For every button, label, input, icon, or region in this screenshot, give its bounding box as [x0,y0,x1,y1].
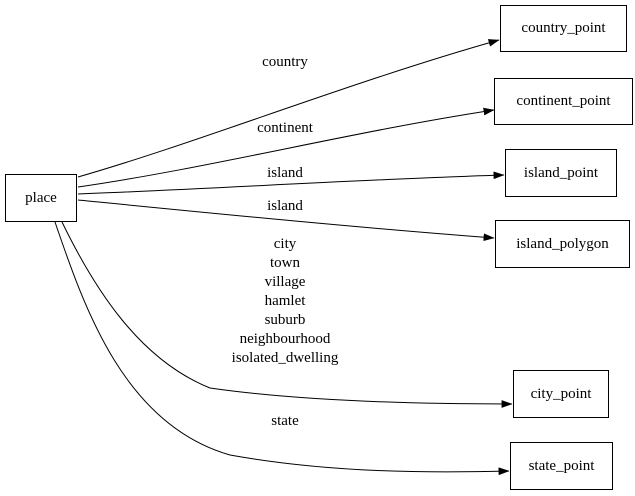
node-state-point-label: state_point [528,457,595,474]
node-city-point-label: city_point [530,385,592,402]
edge-label-city-group: city town village hamlet suburb neighbou… [231,236,339,366]
edge-label-state: state [271,413,299,429]
edge-label-island-2: island [267,198,303,214]
edge-place-city-point [61,221,513,408]
edge-place-island-point [77,171,505,195]
node-island-point-label: island_point [523,164,599,181]
edge-label-country: country [262,54,308,70]
node-island-point: island_point [505,149,617,197]
node-island-polygon-label: island_polygon [516,235,609,252]
node-place-label: place [25,189,57,206]
node-city-point: city_point [513,370,609,418]
node-place: place [5,174,77,222]
edge-place-continent-point [77,107,495,188]
edge-place-island-polygon [77,199,495,242]
edge-place-state-point [54,221,510,476]
node-country-point: country_point [500,5,627,52]
node-continent-point: continent_point [494,78,633,125]
edge-place-country-point [77,39,500,178]
node-continent-point-label: continent_point [516,93,611,109]
edge-label-island-1: island [267,165,303,181]
edge-label-continent: continent [257,120,313,136]
node-island-polygon: island_polygon [495,220,630,268]
node-country-point-label: country_point [521,20,606,36]
node-state-point: state_point [510,442,613,490]
